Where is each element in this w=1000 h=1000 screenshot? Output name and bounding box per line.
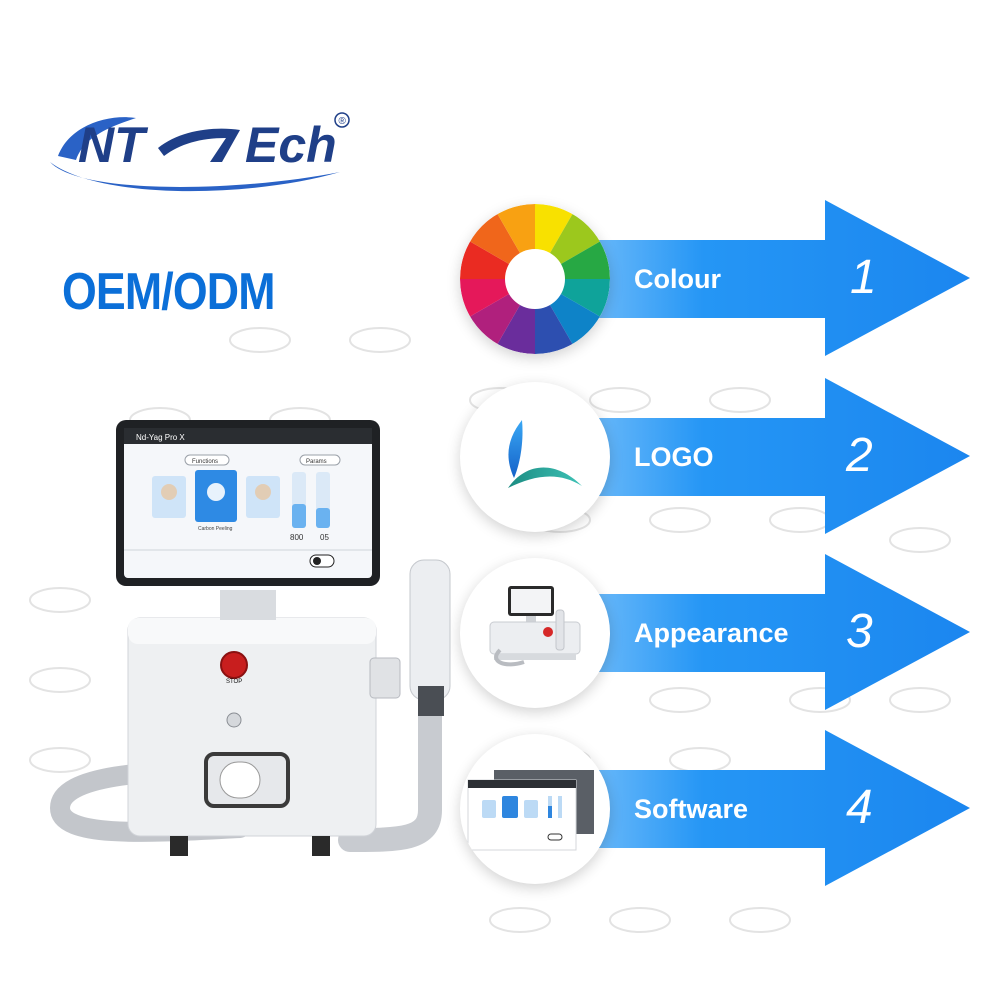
device-caption: Carbon Peeling	[198, 526, 233, 532]
registered-mark: ®	[339, 116, 347, 127]
machine-thumbnail-icon	[489, 586, 581, 667]
handpiece-cable	[338, 688, 442, 852]
option-circle-colour	[460, 204, 610, 354]
software-screenshot-icon	[467, 770, 594, 851]
laser-handpiece	[409, 559, 451, 701]
arrow-software	[560, 730, 970, 886]
option-circle-logo	[460, 382, 610, 532]
option-label-software: Software	[634, 794, 749, 824]
device-screen-title: Nd-Yag Pro X	[136, 433, 185, 442]
option-circle-software	[460, 734, 610, 884]
laser-machine-illustration: Nd-Yag Pro X Functions Params Carbon Pee…	[49, 420, 451, 856]
stop-label: STOP	[226, 679, 242, 685]
color-wheel-icon	[460, 204, 610, 354]
arrow-logo	[560, 378, 970, 534]
option-circle-appearance	[460, 558, 610, 708]
brand-logo: NT Ech ®	[50, 112, 350, 192]
option-label-appearance: Appearance	[634, 618, 789, 648]
device-readout-frequency: 05	[320, 533, 329, 542]
option-label-logo: LOGO	[634, 442, 714, 472]
svg-text:NT: NT	[78, 117, 149, 173]
emergency-stop-button	[220, 651, 248, 679]
headline-oem-odm: OEM/ODM	[62, 263, 275, 321]
device-readout-energy: 800	[290, 533, 304, 542]
arrow-colour	[560, 200, 970, 356]
device-tab-params: Params	[306, 459, 327, 465]
option-number-2: 2	[846, 429, 873, 482]
option-number-3: 3	[846, 605, 873, 658]
logo-mark-icon	[508, 420, 582, 488]
option-number-1: 1	[850, 251, 877, 304]
arrow-appearance	[560, 554, 970, 710]
device-tab-functions: Functions	[192, 459, 218, 465]
option-label-colour: Colour	[634, 264, 721, 294]
svg-text:Ech: Ech	[245, 117, 337, 173]
option-number-4: 4	[846, 781, 873, 834]
